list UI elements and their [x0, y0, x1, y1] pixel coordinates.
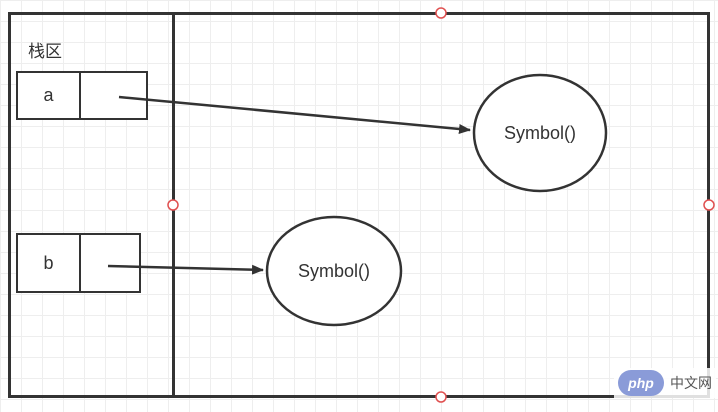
- reference-arrow-a: [118, 95, 471, 134]
- reference-arrow-b: [107, 264, 264, 275]
- stack-variable-b: b: [16, 233, 141, 293]
- heap-object-label: Symbol(): [298, 261, 370, 281]
- resize-handle-left[interactable]: [167, 199, 179, 211]
- variable-name: b: [18, 235, 81, 291]
- stack-variable-a: a: [16, 71, 148, 120]
- resize-handle-right[interactable]: [703, 199, 715, 211]
- php-logo-icon: php: [618, 370, 664, 396]
- heap-object-1: Symbol(): [472, 73, 608, 193]
- resize-handle-top[interactable]: [435, 7, 447, 19]
- heap-object-2: Symbol(): [265, 215, 403, 327]
- resize-handle-bottom[interactable]: [435, 391, 447, 403]
- watermark-text: 中文网: [670, 376, 712, 392]
- heap-object-label: Symbol(): [504, 123, 576, 143]
- stack-region-label: 栈区: [28, 42, 62, 62]
- site-watermark: php 中文网: [614, 368, 716, 398]
- variable-name: a: [18, 73, 81, 118]
